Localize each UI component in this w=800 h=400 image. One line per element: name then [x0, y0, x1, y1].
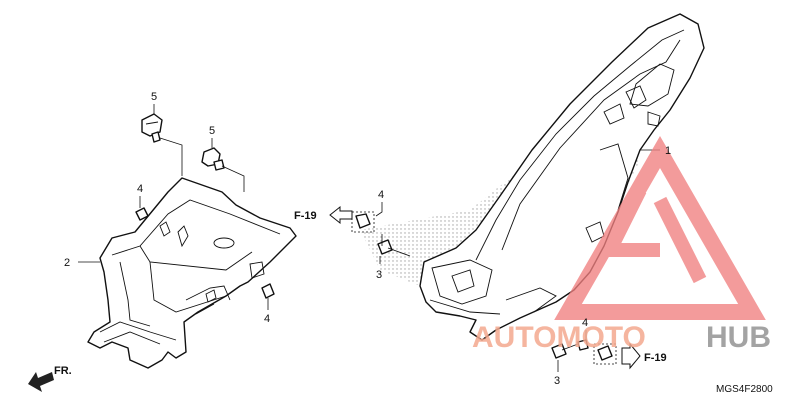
nut-4-right-lower — [577, 339, 617, 365]
ref-f19-left: F-19 — [294, 210, 317, 222]
watermark-text-dark: HUB — [706, 321, 771, 354]
nut-4-left-lower — [261, 283, 275, 299]
callout-2: 2 — [64, 257, 70, 269]
screw-5-lower — [201, 147, 225, 171]
nut-4-right-upper — [351, 211, 375, 233]
nut-4-left-upper — [135, 207, 149, 221]
callout-5-upper: 5 — [151, 91, 157, 103]
f19-right-arrow-icon — [621, 342, 641, 370]
callout-5-lower: 5 — [209, 125, 215, 137]
callout-4-right-upper: 4 — [378, 189, 384, 201]
watermark-text-light: AUTOMOTO — [472, 321, 646, 354]
diagram-code: MGS4F2800 — [716, 384, 773, 395]
callout-4-left-lower: 4 — [264, 313, 270, 325]
callout-3-right-lower: 3 — [554, 375, 560, 387]
ref-f19-right: F-19 — [644, 352, 667, 364]
automotohub-logo — [554, 135, 766, 320]
callout-4-right-lower: 4 — [582, 317, 588, 329]
front-label: FR. — [54, 365, 72, 377]
bolt-3-right-upper — [377, 239, 411, 257]
front-direction-arrow-icon — [28, 372, 54, 392]
callout-1: 1 — [665, 145, 671, 157]
screw-5-upper — [141, 113, 163, 143]
bolt-3-right-lower — [551, 343, 579, 359]
inner-fender-part-2 — [87, 177, 297, 369]
rear-fender-part-1 — [360, 13, 705, 341]
callout-3-right-upper: 3 — [376, 269, 382, 281]
callout-4-left-upper: 4 — [137, 183, 143, 195]
f19-left-arrow-icon — [329, 205, 353, 225]
